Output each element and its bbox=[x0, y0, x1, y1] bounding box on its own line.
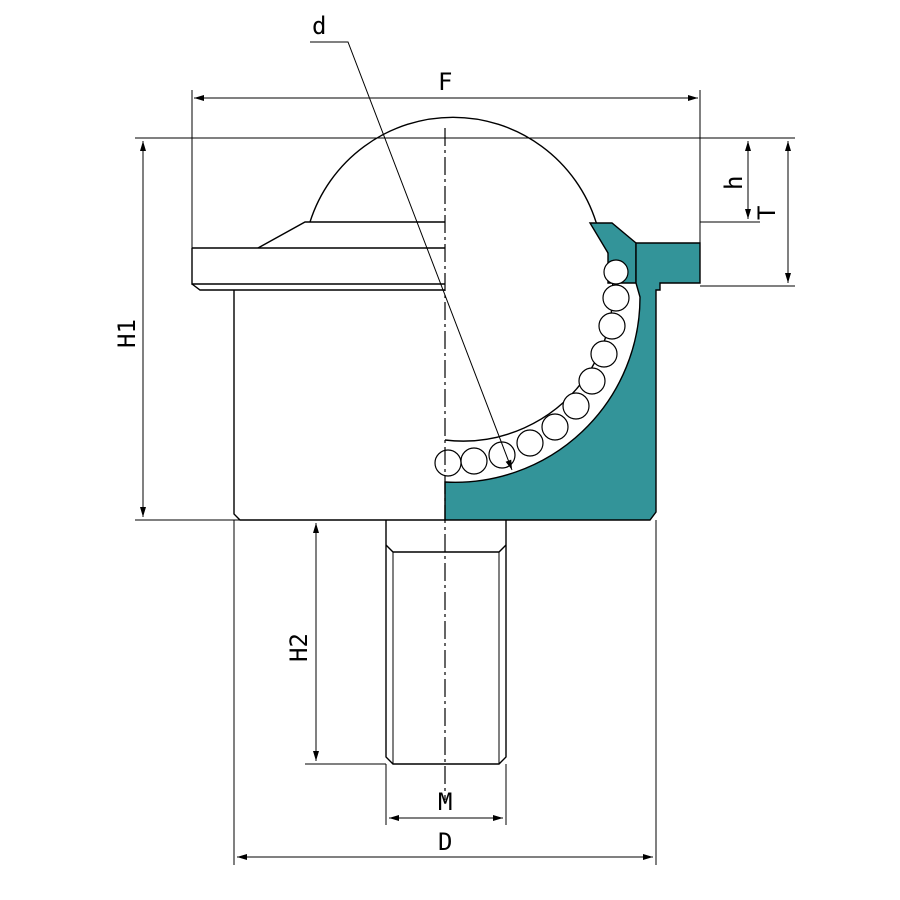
dimension-lines bbox=[140, 41, 791, 860]
label-T: T bbox=[753, 206, 781, 220]
extension-lines bbox=[135, 90, 795, 865]
label-F: F bbox=[438, 68, 452, 96]
left-half-outline bbox=[191, 221, 445, 521]
threaded-stud bbox=[385, 520, 507, 765]
support-balls bbox=[434, 259, 630, 477]
label-d: d bbox=[312, 12, 326, 40]
label-H2: H2 bbox=[285, 633, 313, 662]
main-ball bbox=[309, 116, 614, 442]
label-H1: H1 bbox=[113, 319, 141, 348]
label-D: D bbox=[438, 828, 452, 856]
dim-d-leader bbox=[310, 41, 513, 471]
housing-section bbox=[444, 222, 701, 521]
dimension-labels: d F h T H1 H2 M D bbox=[113, 12, 781, 856]
label-h: h bbox=[720, 176, 748, 190]
label-M: M bbox=[438, 788, 452, 816]
